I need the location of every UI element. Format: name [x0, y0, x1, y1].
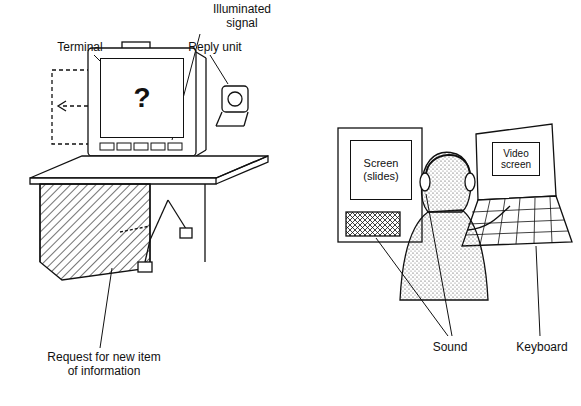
- screen-text: Video screen: [493, 148, 539, 171]
- screen-text: ?: [133, 82, 150, 114]
- callout-label: Sound: [420, 340, 480, 354]
- callout-label: Terminal: [48, 40, 112, 54]
- video-screen: Video screen: [492, 142, 540, 176]
- terminal-screen: ?: [100, 58, 184, 138]
- callout-label: Reply unit: [180, 40, 250, 54]
- slide-screen: Screen (slides): [350, 140, 412, 200]
- callout-label: Illuminated signal: [200, 2, 284, 30]
- callout-label: Keyboard: [510, 340, 574, 354]
- screen-text: Screen (slides): [351, 157, 411, 182]
- callout-label: Request for new item of information: [44, 350, 164, 378]
